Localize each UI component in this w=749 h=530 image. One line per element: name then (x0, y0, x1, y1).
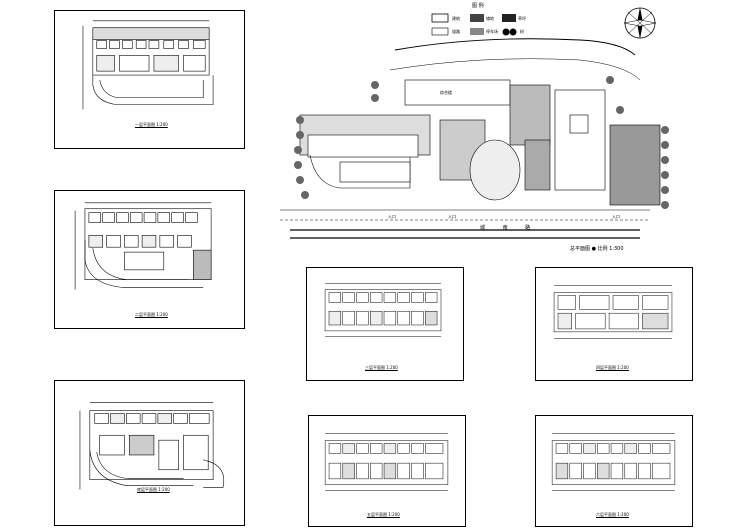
sheet-caption: 五层平面图 1:200 (367, 512, 400, 517)
floor-plan-drawing (324, 433, 449, 491)
entrance-label: 入口 (612, 214, 620, 219)
site-plan-drawing (280, 38, 669, 239)
legend-title: 图 例 (472, 3, 484, 9)
sheet-caption: 三层平面图 1:200 (365, 365, 398, 370)
legend-label: 树 (520, 29, 524, 34)
sheet-floor-plan-2: 二层平面图 1:200 (54, 190, 245, 329)
legend-label: 铺地 (486, 16, 494, 21)
legend-label: 道路 (452, 29, 460, 34)
building-label: 综合楼 (440, 90, 452, 95)
sheet-floor-plan-7: 六层平面图 1:200 (535, 415, 693, 527)
north-arrow-icon (623, 7, 657, 39)
sheet-caption: 一层平面图 1:200 (135, 122, 168, 127)
legend: 图 例 建筑 铺地 草坪 道路 停车场 树 (428, 2, 568, 40)
sheet-caption: 四层平面图 1:200 (596, 365, 629, 370)
floor-plan-drawing (79, 402, 225, 490)
floor-plan-drawing (74, 202, 212, 290)
sheet-caption: 二层平面图 1:200 (135, 312, 168, 317)
sheet-floor-plan-6: 五层平面图 1:200 (308, 415, 466, 527)
sheet-floor-plan-5: 四层平面图 1:200 (535, 267, 693, 381)
road-name: 城 南 路 (480, 225, 539, 231)
sheet-floor-plan-1: 一层平面图 1:200 (54, 10, 245, 149)
legend-label: 草坪 (518, 16, 526, 21)
floor-plan-drawing (82, 20, 214, 110)
entrance-label: 入口 (448, 214, 456, 219)
floor-plan-drawing (551, 433, 676, 491)
sheet-caption: 底层平面图 1:200 (137, 487, 170, 492)
entrance-label: 入口 (388, 214, 396, 219)
legend-label: 停车场 (486, 29, 498, 34)
floor-plan-drawing (324, 283, 442, 338)
site-plan-caption: 总平面图 ● 比例 1:300 (570, 246, 624, 252)
sheet-floor-plan-3: 底层平面图 1:200 (54, 380, 245, 526)
floor-plan-drawing (553, 285, 673, 339)
legend-swatches (431, 13, 517, 36)
legend-label: 建筑 (452, 16, 460, 21)
sheet-floor-plan-4: 三层平面图 1:200 (306, 267, 464, 381)
sheet-caption: 六层平面图 1:200 (596, 512, 629, 517)
